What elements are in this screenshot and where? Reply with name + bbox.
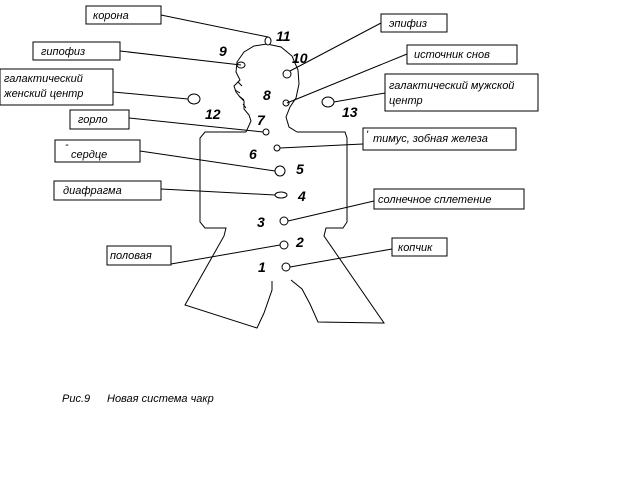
chakra-timus [273,144,281,152]
chakra-galactic-female [187,93,201,105]
leader-diafragma [160,188,276,196]
chakra-13-galactic-male [321,96,335,108]
torso-outline [184,131,385,329]
label-epifiz-text: эпифиз [389,18,427,30]
leader-kopchik [289,248,393,268]
label-istochnik: источник снов [406,44,518,65]
label-gorlo: горло [69,109,130,130]
number-3: 3 [257,214,265,230]
chakra-6-serdtse [274,165,286,177]
number-10: 10 [292,50,308,66]
label-kopchik-text: копчик [398,242,433,254]
leader-serdtse [139,150,276,172]
label-serdtse: - сердце [54,139,141,163]
chakra-2-polovaya [279,240,289,250]
label-korona: корона [85,5,162,25]
figure-caption: Рис.9 Новая система чакр [62,393,214,405]
label-gal-muzh-line1: галактический мужской [389,80,514,92]
label-boxes: корона эпифиз гипофиз источник снов гала… [0,5,539,266]
leader-gal-zhen [112,91,189,100]
caption-fig-number: Рис.9 [62,393,90,405]
label-gipofiz-text: гипофиз [41,46,85,58]
caption-title: Новая система чакр [107,393,214,405]
chakra-3-solnechnoe [279,216,289,226]
label-gal-zhen: галактический женский центр [0,68,114,106]
number-7: 7 [257,112,266,128]
face-detail [234,81,247,109]
label-serdtse-text: сердце [71,149,107,161]
label-serdtse-mark: - [65,139,69,151]
label-timus: ' тимус, зобная железа [362,127,517,151]
label-korona-text: корона [93,10,129,22]
label-diafragma-text: диафрагма [63,185,122,197]
number-4: 4 [297,188,306,204]
chakra-8-istochnik [282,99,290,107]
body-outline [184,43,385,329]
chakra-numbers: 11 9 10 8 13 12 7 6 5 4 3 2 1 [205,28,358,275]
number-5: 5 [296,161,304,177]
label-gorlo-text: горло [78,114,108,126]
number-9: 9 [219,43,227,59]
label-timus-text: тимус, зобная железа [373,133,488,145]
chakra-11-korona [264,36,272,46]
chakra-1-kopchik [281,262,291,272]
leader-solnechnoe [287,200,375,222]
number-2: 2 [295,234,304,250]
number-13: 13 [342,104,358,120]
chakra-7-gorlo [262,128,270,136]
number-6: 6 [249,146,257,162]
label-polovaya-text: половая [110,250,152,262]
number-11: 11 [276,28,291,44]
label-gal-muzh-line2: центр [389,95,423,107]
leader-gorlo [128,117,264,133]
chakra-markers [187,36,335,272]
leader-istochnik [286,53,408,104]
label-gal-zhen-line2: женский центр [3,88,83,100]
label-gipofiz: гипофиз [32,41,121,61]
leader-epifiz [289,22,382,72]
number-1: 1 [258,259,266,275]
label-gal-zhen-line1: галактический [4,73,83,85]
label-epifiz: эпифиз [380,13,448,33]
label-istochnik-text: источник снов [414,49,490,61]
chakra-4-diafragma [274,191,288,199]
leader-timus [279,143,364,149]
label-diafragma: диафрагма [53,180,162,201]
label-kopchik: копчик [391,237,448,257]
number-12: 12 [205,106,221,122]
label-timus-mark: ' [366,129,369,141]
number-8: 8 [263,87,271,103]
leader-gal-muzh [333,92,386,103]
label-gal-muzh: галактический мужской центр [384,73,539,112]
leader-lines [112,14,408,268]
chakra-10-epifiz [282,69,292,79]
label-polovaya: половая [106,245,172,266]
head-outline [233,43,300,133]
leader-korona [160,14,269,38]
leader-polovaya [170,244,281,265]
label-solnechnoe: солнечное сплетение [373,188,525,210]
leader-gipofiz [119,50,242,66]
label-solnechnoe-text: солнечное сплетение [378,194,492,206]
